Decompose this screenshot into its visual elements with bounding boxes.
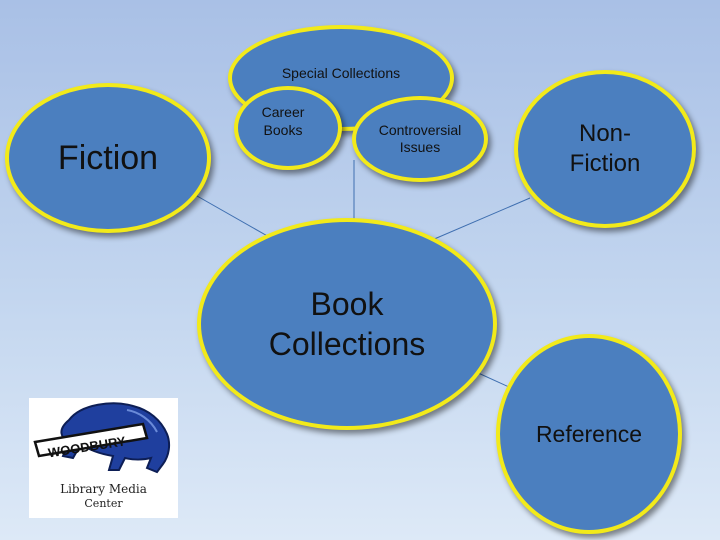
logo-line-1: Library Media	[60, 482, 147, 496]
special-collections-label: Special Collections	[281, 65, 401, 81]
connector-fiction	[189, 191, 279, 243]
woodbury-library-logo: WOODBURY Library Media Center	[29, 398, 178, 518]
non-fiction-label: Non- Fiction	[569, 120, 641, 177]
book-collections-label: Book Collections	[268, 286, 426, 362]
logo-line-2: Center	[84, 497, 123, 510]
non-fiction-node: Non- Fiction	[514, 70, 696, 228]
fiction-node: Fiction	[5, 83, 211, 233]
buffalo-icon: WOODBURY	[33, 402, 171, 474]
controversial-issues-node: Controversial Issues	[352, 96, 488, 182]
connector-nonfiction	[431, 197, 531, 241]
fiction-label: Fiction	[57, 138, 159, 177]
book-collections-node: Book Collections	[197, 218, 497, 430]
reference-node: Reference	[496, 334, 682, 534]
controversial-issues-label: Controversial Issues	[378, 121, 462, 156]
special-collections-node: Special Collections	[228, 25, 454, 131]
career-books-label: Career Books	[261, 104, 305, 138]
career-books-node: Career Books	[234, 86, 342, 170]
reference-label: Reference	[535, 420, 643, 447]
